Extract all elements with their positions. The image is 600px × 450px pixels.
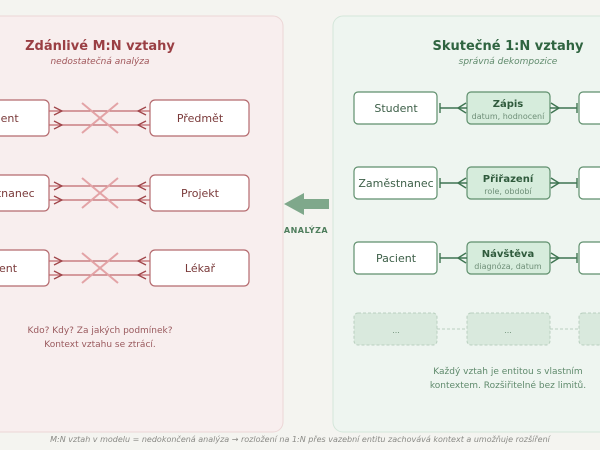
left-title: Zdánlivé M:N vztahy [25,39,175,54]
right-note-2: kontextem. Rozšiřitelné bez limitů. [430,380,586,391]
entity-label: Zaměstnanec [0,187,35,200]
entity-box[interactable] [353,166,438,200]
crowfoot-icon [53,256,64,266]
right-subtitle: správná dekompozice [459,57,558,67]
mn-row: Student Předmět [0,99,250,137]
entity-box[interactable] [578,91,600,125]
junction-attributes: diagnóza, datum [474,261,542,271]
entity-box[interactable] [578,241,600,275]
crowfoot-icon [136,120,147,130]
left-subtitle: nedostatečná analýza [50,56,149,67]
one-n-row: Student Zápis datum, hodnocení [353,91,600,125]
entity-box[interactable] [149,249,250,287]
junction-attributes: role, období [484,187,532,196]
junction-label: Návštěva [482,248,534,260]
right-note-1: Každý vztah je entitou s vlastním [433,367,582,377]
cross-icon [81,177,119,209]
entity-label: Pacient [376,252,417,265]
placeholder-2: ... [504,326,512,335]
left-panel [0,15,284,433]
left-arrow-icon [284,193,329,215]
entity-label: Projekt [181,187,220,200]
right-title: Skutečné 1:N vztahy [432,39,584,54]
junction-attributes: datum, hodnocení [472,112,545,121]
mn-row: Zaměstnanec Projekt [0,174,250,212]
arrow-label: ANALÝZA [284,224,329,235]
crowfoot-icon [53,195,64,205]
entity-box[interactable] [578,166,600,200]
entity-label: Zaměstnanec [358,177,433,190]
crowfoot-icon [136,256,147,266]
crowfoot-icon [550,177,561,189]
entity-box[interactable] [0,174,50,212]
crowfoot-icon [550,252,561,264]
entity-box[interactable] [0,249,50,287]
mn-row: Pacient Lékař [0,249,250,287]
crowfoot-icon [550,102,561,114]
crowfoot-icon [456,177,467,189]
entity-label: Student [0,112,19,125]
placeholder-1: ... [392,326,400,335]
left-note-2: Kontext vztahu se ztrácí. [44,340,156,350]
crowfoot-icon [456,252,467,264]
entity-box[interactable] [353,241,438,275]
cross-icon [81,102,119,134]
crowfoot-icon [53,106,64,116]
entity-label: Student [374,102,418,115]
placeholder-row [353,312,600,346]
entity-box[interactable] [0,99,50,137]
footer-caption: M:N vztah v modelu = nedokončená analýza… [50,434,552,444]
crowfoot-icon [136,270,147,280]
crowfoot-icon [53,270,64,280]
crowfoot-icon [53,120,64,130]
entity-box[interactable] [149,174,250,212]
one-n-row: Zaměstnanec Přiřazení role, období [353,166,600,200]
junction-label: Přiřazení [483,173,534,185]
crowfoot-icon [53,181,64,191]
crowfoot-icon [456,102,467,114]
entity-label: Pacient [0,262,18,275]
entity-label: Předmět [177,112,224,125]
junction-label: Zápis [493,98,524,110]
entity-label: Lékař [185,262,216,275]
entity-box[interactable] [149,99,250,137]
crowfoot-icon [136,195,147,205]
left-note-1: Kdo? Kdy? Za jakých podmínek? [27,326,172,336]
cross-icon [81,252,119,284]
crowfoot-icon [136,181,147,191]
entity-box[interactable] [353,91,438,125]
crowfoot-icon [136,106,147,116]
